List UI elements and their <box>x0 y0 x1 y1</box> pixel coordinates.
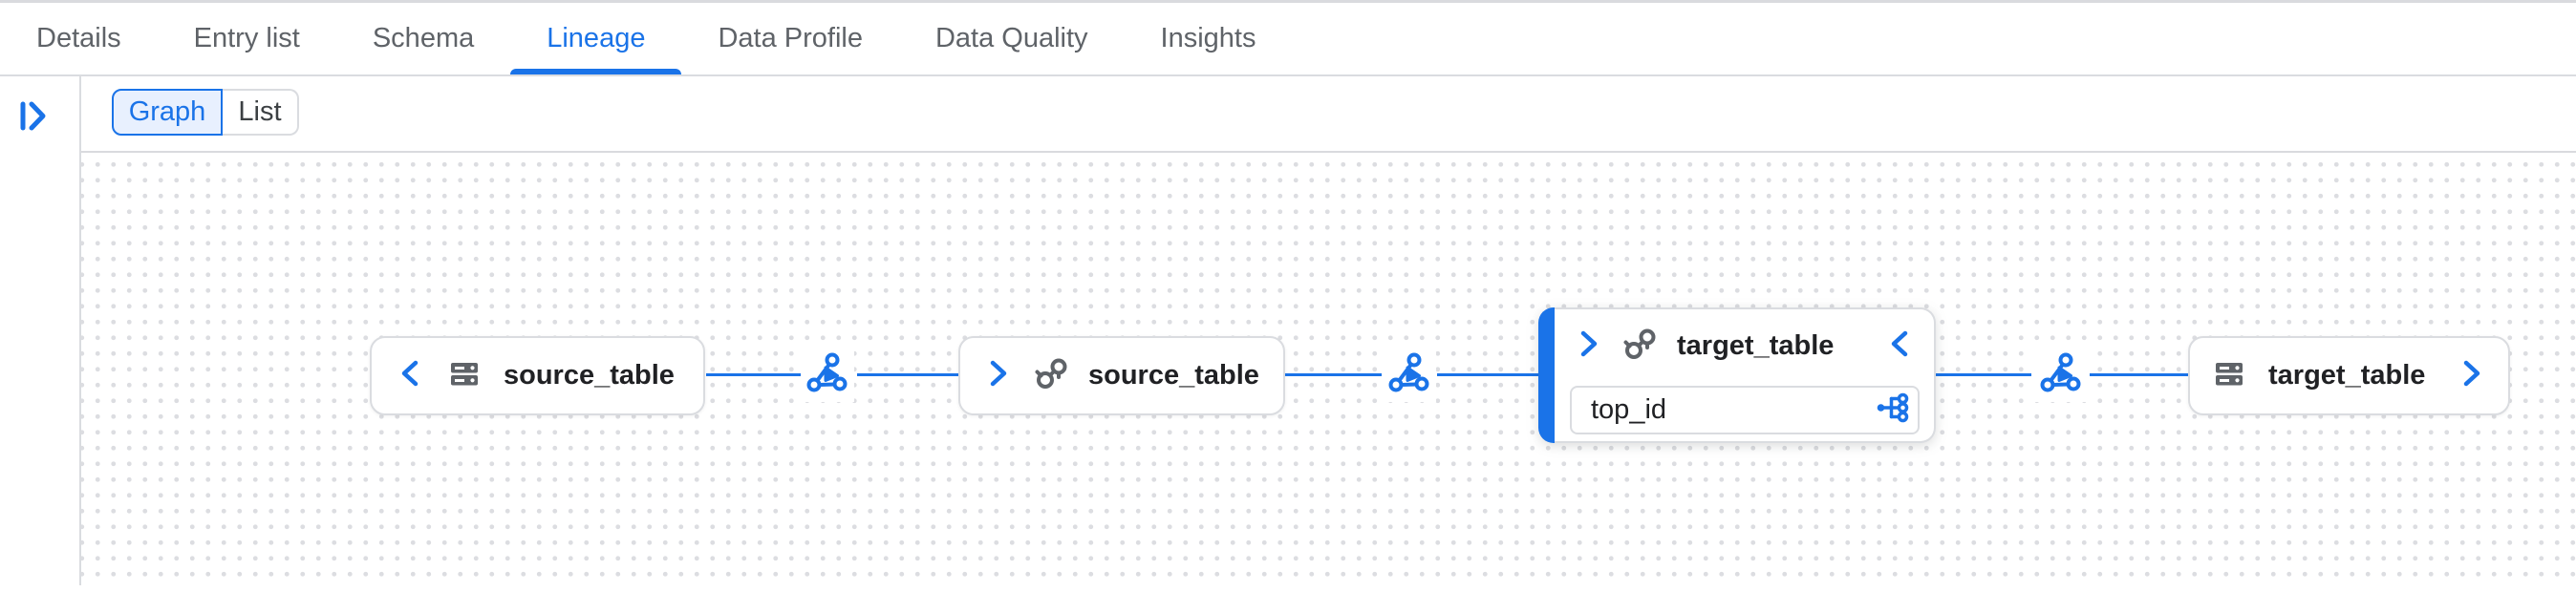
linked-circles-icon <box>1033 355 1069 396</box>
table-icon <box>448 357 481 394</box>
process-node-2[interactable] <box>1383 349 1436 402</box>
process-icon <box>1388 352 1430 399</box>
selected-node-body: target_table top_id <box>1555 307 1936 443</box>
column-lineage-icon <box>1876 391 1910 430</box>
view-toggle: Graph List <box>112 89 299 136</box>
column-name: top_id <box>1591 394 1667 425</box>
collapse-upstream-button[interactable] <box>1888 328 1913 364</box>
column-lineage-button[interactable] <box>1876 391 1910 430</box>
edge-segment <box>1437 373 1538 376</box>
process-node-3[interactable] <box>2034 349 2088 402</box>
process-icon <box>806 352 848 399</box>
process-node-1[interactable] <box>801 349 854 402</box>
edge-segment <box>2090 373 2188 376</box>
tab-insights[interactable]: Insights <box>1160 23 1256 53</box>
tab-lineage[interactable]: Lineage <box>510 3 682 74</box>
list-view-button[interactable]: List <box>223 89 299 136</box>
column-row-top-id[interactable]: top_id <box>1570 386 1920 434</box>
edge-segment <box>1285 373 1382 376</box>
tab-data-quality[interactable]: Data Quality <box>934 23 1088 53</box>
selected-node-accent-bar <box>1538 307 1555 443</box>
window-top-border <box>0 0 2576 3</box>
tab-data-profile[interactable]: Data Profile <box>718 23 863 53</box>
lineage-node-target-table-selected[interactable]: target_table top_id <box>1538 307 1936 443</box>
edge-segment <box>706 373 802 376</box>
lineage-node-target-table-2[interactable]: target_table <box>2188 336 2510 415</box>
expand-upstream-button[interactable] <box>398 358 423 393</box>
expand-downstream-button[interactable] <box>985 358 1010 393</box>
node-label: target_table <box>2268 360 2426 391</box>
tab-details[interactable]: Details <box>36 23 121 53</box>
expand-downstream-button[interactable] <box>2458 358 2483 393</box>
node-label: source_table <box>504 360 675 391</box>
panel-expand-icon <box>15 101 54 138</box>
lineage-node-source-table-2[interactable]: source_table <box>958 336 1285 415</box>
node-label: target_table <box>1677 329 1835 361</box>
graph-view-button[interactable]: Graph <box>112 89 223 136</box>
expand-panel-button[interactable] <box>15 96 54 135</box>
entry-tabs: Details Entry list Schema Lineage Data P… <box>0 3 2576 76</box>
node-label: source_table <box>1088 360 1259 391</box>
lineage-node-source-table-1[interactable]: source_table <box>370 336 705 415</box>
edge-segment <box>1936 373 2031 376</box>
lineage-stage: Graph List <box>0 76 2576 592</box>
tab-entry-list[interactable]: Entry list <box>193 23 300 53</box>
selected-node-title-row: target_table <box>1555 309 1934 382</box>
tab-schema[interactable]: Schema <box>372 23 475 53</box>
linked-circles-icon <box>1621 326 1658 367</box>
process-icon <box>2040 352 2082 399</box>
expand-downstream-button[interactable] <box>1576 328 1600 364</box>
table-icon <box>2213 357 2245 394</box>
edge-segment <box>857 373 958 376</box>
rail-divider <box>79 76 81 585</box>
